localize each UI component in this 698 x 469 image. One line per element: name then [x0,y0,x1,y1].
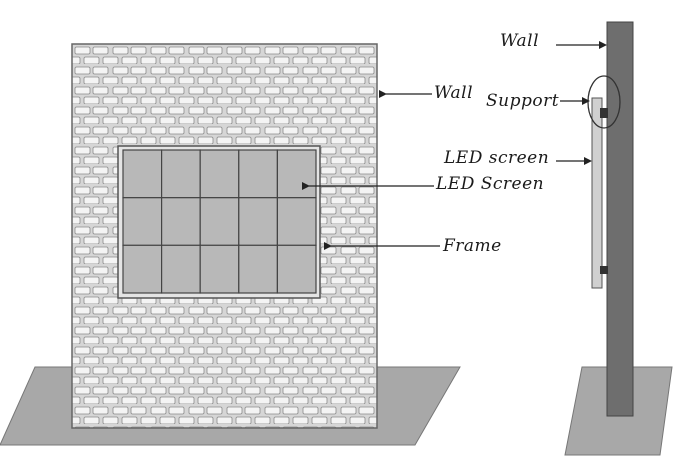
led-panel [199,197,240,246]
label-led-screen-front: LED Screen [436,174,545,194]
led-screen-panels [122,149,317,294]
led-panel [238,149,279,199]
led-panel [238,197,279,246]
led-panel [276,197,317,246]
led-panel [276,244,317,294]
side-led-screen [591,97,603,289]
led-panel [199,244,240,294]
led-panel [276,149,317,199]
side-support-bracket-top [600,108,608,118]
led-panel [199,149,240,199]
led-panel [238,244,279,294]
label-wall-side: Wall [500,31,540,51]
label-wall-front: Wall [434,83,474,103]
led-panel [122,149,163,199]
led-panel [161,149,201,199]
label-led-screen-side: LED screen [444,148,550,168]
led-panel [122,244,163,294]
label-support: Support [486,91,560,111]
arrow-left-icon [584,157,592,165]
arrow-left-icon [599,41,607,49]
led-panel [161,197,201,246]
side-support-bracket-bottom [600,266,608,274]
led-panel [122,197,163,246]
label-frame: Frame [443,236,502,256]
led-panel [161,244,201,294]
arrow-left-icon [582,97,590,105]
side-wall [606,21,634,417]
